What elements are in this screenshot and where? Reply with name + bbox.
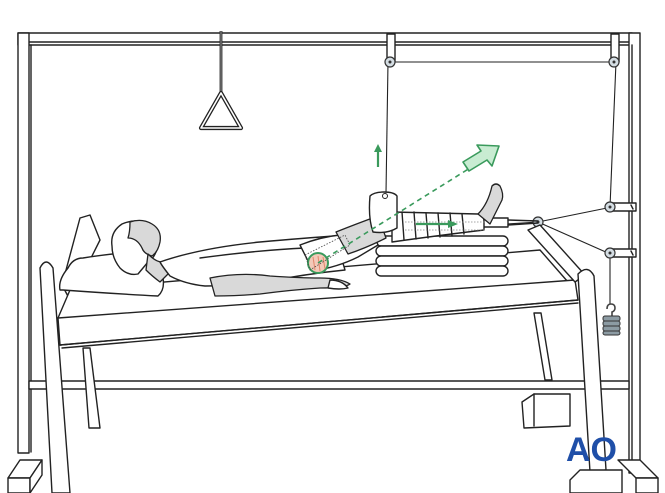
folded-towels [375,235,509,277]
shock-block [521,393,571,429]
force-arrows [317,144,500,264]
traction-weight [602,303,621,336]
patient [111,183,539,297]
resultant-force-arrow-icon [462,144,500,172]
pulley-icon [604,247,616,259]
vertical-lift-arrow-icon [374,144,382,167]
pulleys [384,56,620,259]
shock-block [569,469,623,493]
trapeze-handle [198,31,244,131]
ao-logo-text: AO [566,431,617,469]
pulley-icon [608,56,620,68]
longitudinal-traction-arrow-icon [416,220,458,228]
ao-logo-icon: AO [566,431,617,469]
pulley-brackets [386,33,637,258]
pulley-icon [604,201,616,213]
pulley-icon [384,56,396,68]
